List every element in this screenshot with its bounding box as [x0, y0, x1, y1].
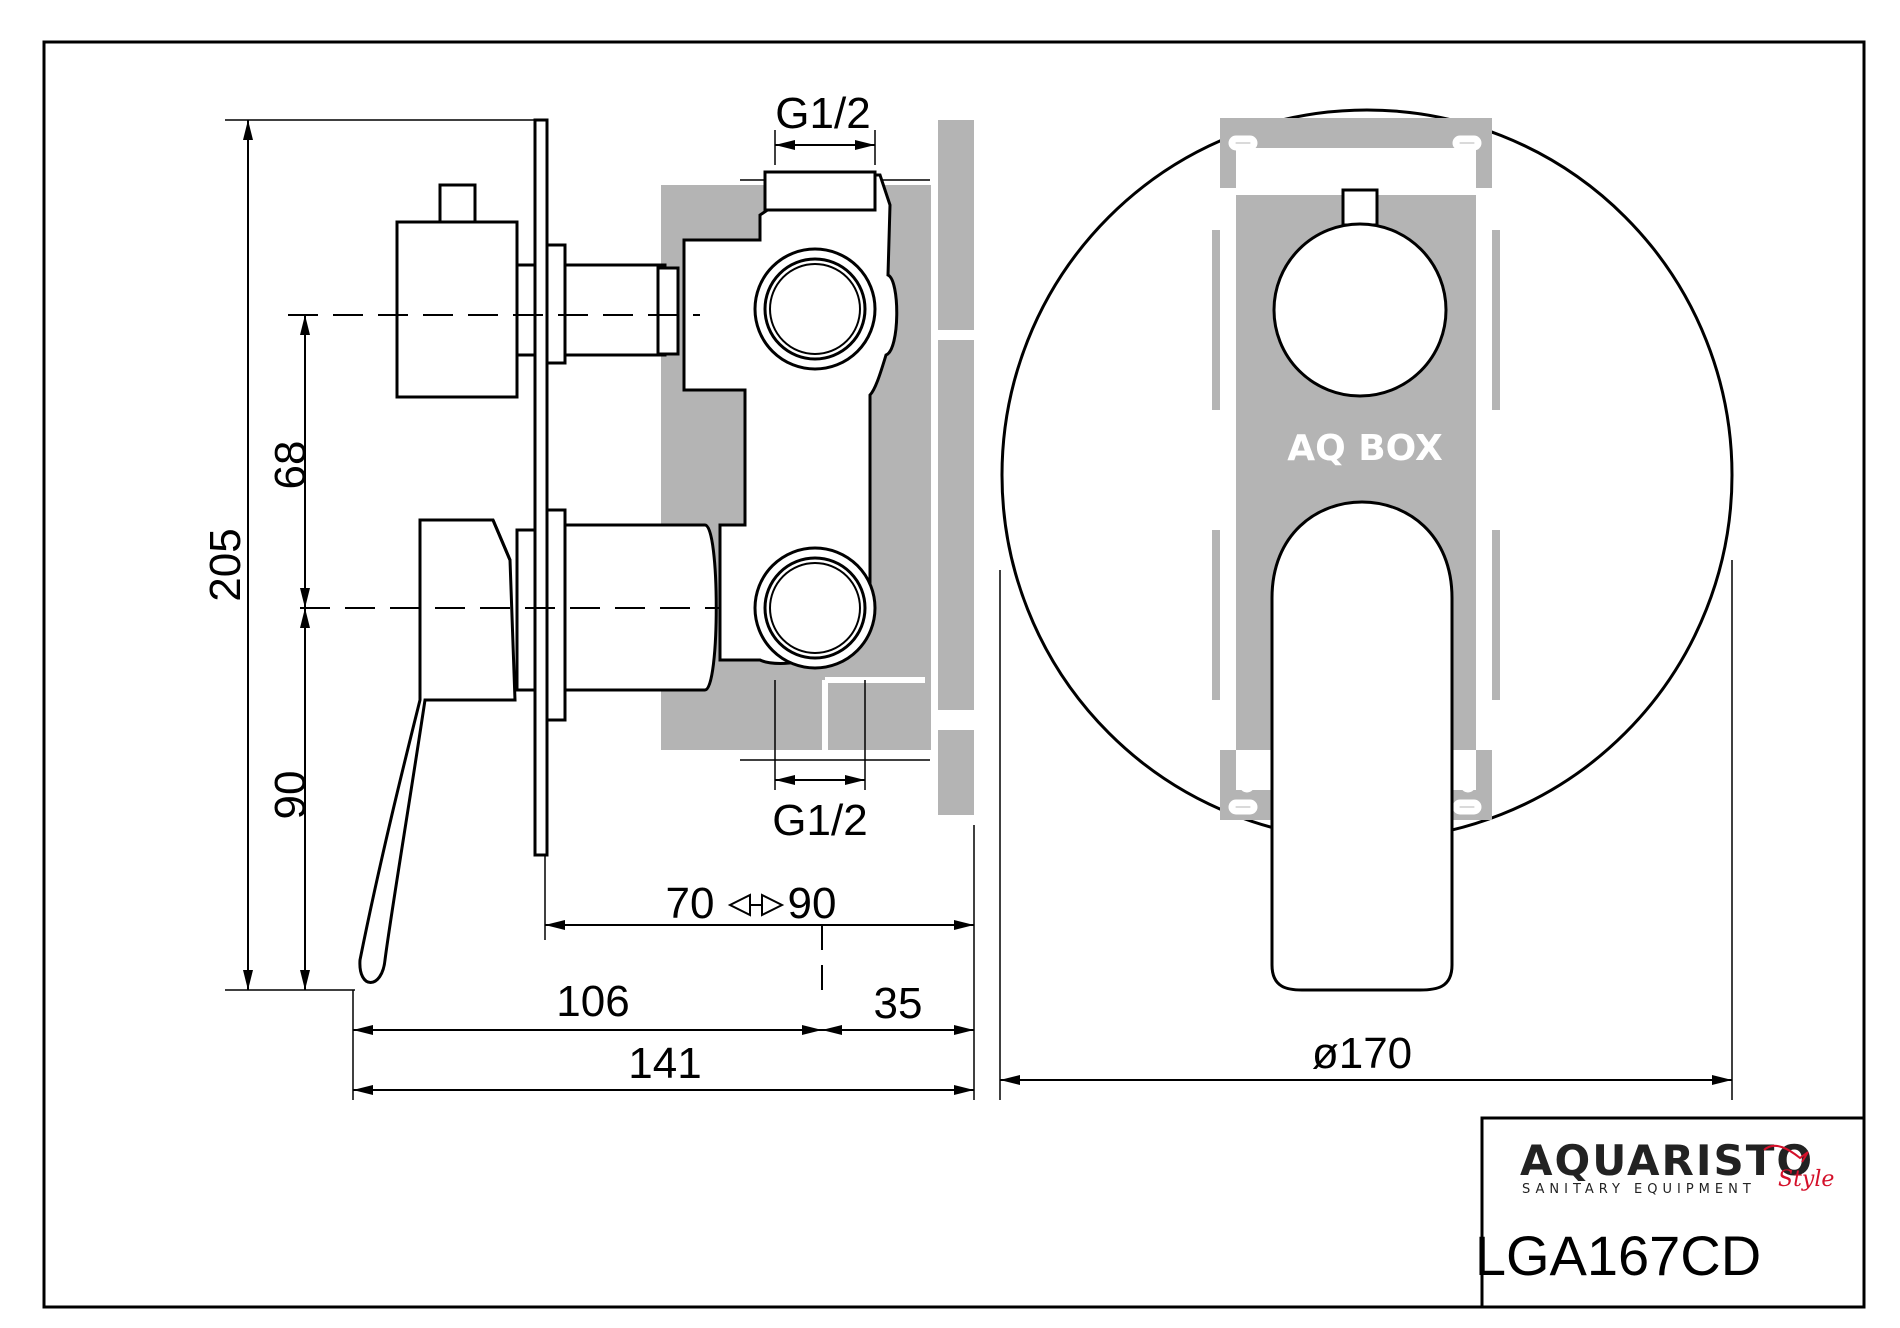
- title-block: AQUARISTO SANITARY EQUIPMENT Style LGA16…: [1475, 1116, 1866, 1309]
- side-view: [225, 118, 975, 1100]
- dim-90-vertical: 90: [266, 771, 315, 820]
- dim-range-70: 70: [666, 879, 715, 928]
- brand-subtitle: SANITARY EQUIPMENT: [1522, 1182, 1756, 1197]
- lower-port: [753, 546, 877, 670]
- front-lever-handle: [1270, 500, 1454, 992]
- lever-handle: [358, 518, 517, 984]
- dim-range-90: 90: [788, 879, 837, 928]
- drawing-frame: [42, 40, 1866, 1309]
- dim-205: 205: [201, 528, 250, 601]
- cover-plate: [533, 118, 549, 857]
- diverter-knob-tab: [438, 183, 477, 224]
- front-view: AQ BOX: [999, 108, 1734, 1100]
- brand-name: AQUARISTO: [1520, 1136, 1814, 1185]
- top-outlet-nut: [763, 170, 877, 212]
- upper-port: [753, 247, 877, 371]
- front-knob-tab: [1341, 188, 1379, 227]
- front-diverter-knob: [1272, 222, 1448, 398]
- brand-swoosh-icon: [1763, 1144, 1809, 1163]
- dim-68: 68: [266, 441, 315, 490]
- model-code: LGA167CD: [1475, 1224, 1761, 1287]
- aq-box-label: AQ BOX: [1287, 428, 1443, 469]
- dim-35: 35: [874, 979, 923, 1028]
- dim-g12-top: G1/2: [775, 89, 870, 138]
- dim-g12-bottom: G1/2: [772, 796, 867, 845]
- dim-141: 141: [628, 1039, 701, 1088]
- diverter-knob: [395, 220, 519, 399]
- dim-diameter-170: ø170: [1312, 1029, 1412, 1078]
- dim-106: 106: [556, 977, 629, 1026]
- brand-style-script: Style: [1778, 1167, 1834, 1192]
